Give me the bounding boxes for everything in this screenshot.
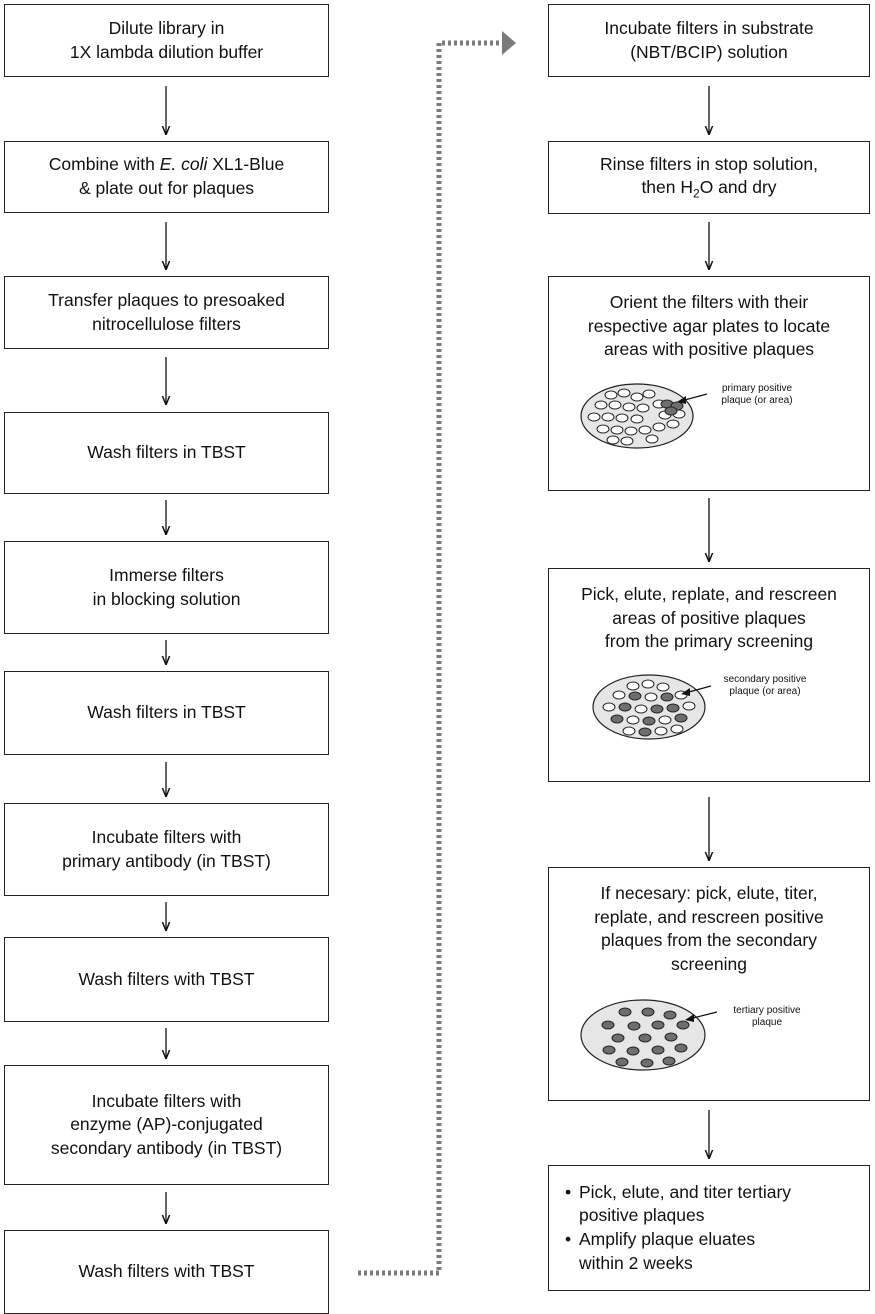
step-text: Pick, elute, replate, and rescreen — [581, 584, 837, 604]
step-text: in blocking solution — [92, 588, 241, 609]
step-text: then H2O and dry — [641, 177, 777, 201]
step-dilute-library: Dilute library in 1X lambda dilution buf… — [4, 4, 329, 77]
bullet-text: Pick, elute, and titer tertiary — [579, 1181, 792, 1202]
secondary-screening-plate-figure: secondary positive plaque (or area) — [592, 674, 807, 740]
figure-label: secondary positive — [724, 674, 807, 685]
step-text: If necesary: pick, elute, titer, — [600, 883, 818, 903]
step-text: Combine with E. coli XL1-Blue — [48, 154, 285, 175]
step-text: Wash filters in TBST — [87, 702, 246, 723]
step-text: secondary antibody (in TBST) — [50, 1137, 283, 1158]
step-text: 1X lambda dilution buffer — [69, 41, 264, 62]
step-secondary-antibody: Incubate filters with enzyme (AP)-conjug… — [4, 1065, 329, 1185]
step-wash-tbst-1: Wash filters in TBST — [4, 412, 329, 494]
positive-plaques — [660, 399, 684, 416]
step-tertiary-screening: If necesary: pick, elute, titer, replate… — [548, 867, 870, 1101]
tertiary-screening-plate-figure: tertiary positive plaque — [580, 999, 801, 1071]
figure-label: plaque (or area) — [729, 686, 800, 697]
step-primary-antibody: Incubate filters with primary antibody (… — [4, 803, 329, 896]
step-wash-tbst-4: Wash filters with TBST — [4, 1230, 329, 1314]
primary-screening-plate-figure: primary positive plaque (or area) — [580, 383, 793, 449]
figure-label: tertiary positive — [733, 1005, 801, 1016]
step-wash-tbst-3: Wash filters with TBST — [4, 937, 329, 1022]
figure-label: plaque — [752, 1017, 782, 1028]
negative-plaques — [587, 388, 686, 446]
bullet-text: positive plaques — [579, 1205, 705, 1226]
step-text: from the primary screening — [604, 631, 814, 652]
step-orient-filters: Orient the filters with their respective… — [548, 276, 870, 491]
step-text: & plate out for plaques — [78, 178, 255, 198]
plaques — [602, 679, 696, 737]
step-text: Incubate filters with — [91, 1090, 242, 1111]
figure-label: plaque (or area) — [721, 395, 792, 406]
step-text: areas of positive plaques — [612, 607, 806, 628]
step-final-bullets: • Pick, elute, and titer tertiary positi… — [548, 1165, 870, 1291]
step-text: Rinse filters in stop solution, — [600, 153, 818, 174]
step-text: replate, and rescreen positive — [594, 906, 824, 927]
column-connector — [358, 31, 516, 1276]
step-text: Wash filters in TBST — [87, 442, 246, 463]
step-pick-elute-replate: Pick, elute, replate, and rescreen areas… — [548, 568, 870, 782]
step-text: (NBT/BCIP) solution — [630, 41, 788, 62]
pointer-arrowhead — [685, 1014, 694, 1022]
step-immerse-blocking: Immerse filters in blocking solution — [4, 541, 329, 634]
step-text: enzyme (AP)-conjugated — [70, 1114, 263, 1135]
step-text: Wash filters with TBST — [78, 968, 255, 989]
step-text: Incubate filters in substrate — [604, 17, 814, 38]
figure-label: primary positive — [722, 383, 792, 394]
step-text: respective agar plates to locate — [587, 315, 831, 336]
step-combine-ecoli: Combine with E. coli XL1-Blue & plate ou… — [4, 141, 329, 213]
bullet-text: within 2 weeks — [579, 1252, 693, 1273]
step-text: Immerse filters — [109, 564, 224, 585]
pointer-arrowhead — [681, 688, 690, 696]
step-text: primary antibody (in TBST) — [62, 850, 271, 871]
step-transfer-plaques: Transfer plaques to presoaked nitrocellu… — [4, 276, 329, 349]
step-text: Transfer plaques to presoaked — [48, 289, 285, 310]
step-text: Wash filters with TBST — [78, 1261, 255, 1282]
step-text: Incubate filters with — [91, 826, 242, 847]
pointer-arrowhead — [677, 396, 686, 404]
step-substrate-incubation: Incubate filters in substrate (NBT/BCIP)… — [548, 4, 870, 77]
positive-plaques — [601, 1007, 690, 1068]
step-text: nitrocellulose filters — [92, 313, 241, 334]
step-text: Dilute library in — [108, 17, 225, 38]
step-rinse-stop-solution: Rinse filters in stop solution, then H2O… — [548, 141, 870, 214]
step-text: areas with positive plaques — [603, 339, 815, 360]
step-text: plaques from the secondary — [601, 930, 817, 951]
step-text: Orient the filters with their — [609, 292, 809, 312]
bullet-item: • Amplify plaque eluates within 2 weeks — [565, 1228, 755, 1275]
step-text: screening — [671, 953, 747, 974]
bullet-item: • Pick, elute, and titer tertiary positi… — [565, 1181, 791, 1228]
step-wash-tbst-2: Wash filters in TBST — [4, 671, 329, 755]
bullet-text: Amplify plaque eluates — [579, 1229, 756, 1249]
